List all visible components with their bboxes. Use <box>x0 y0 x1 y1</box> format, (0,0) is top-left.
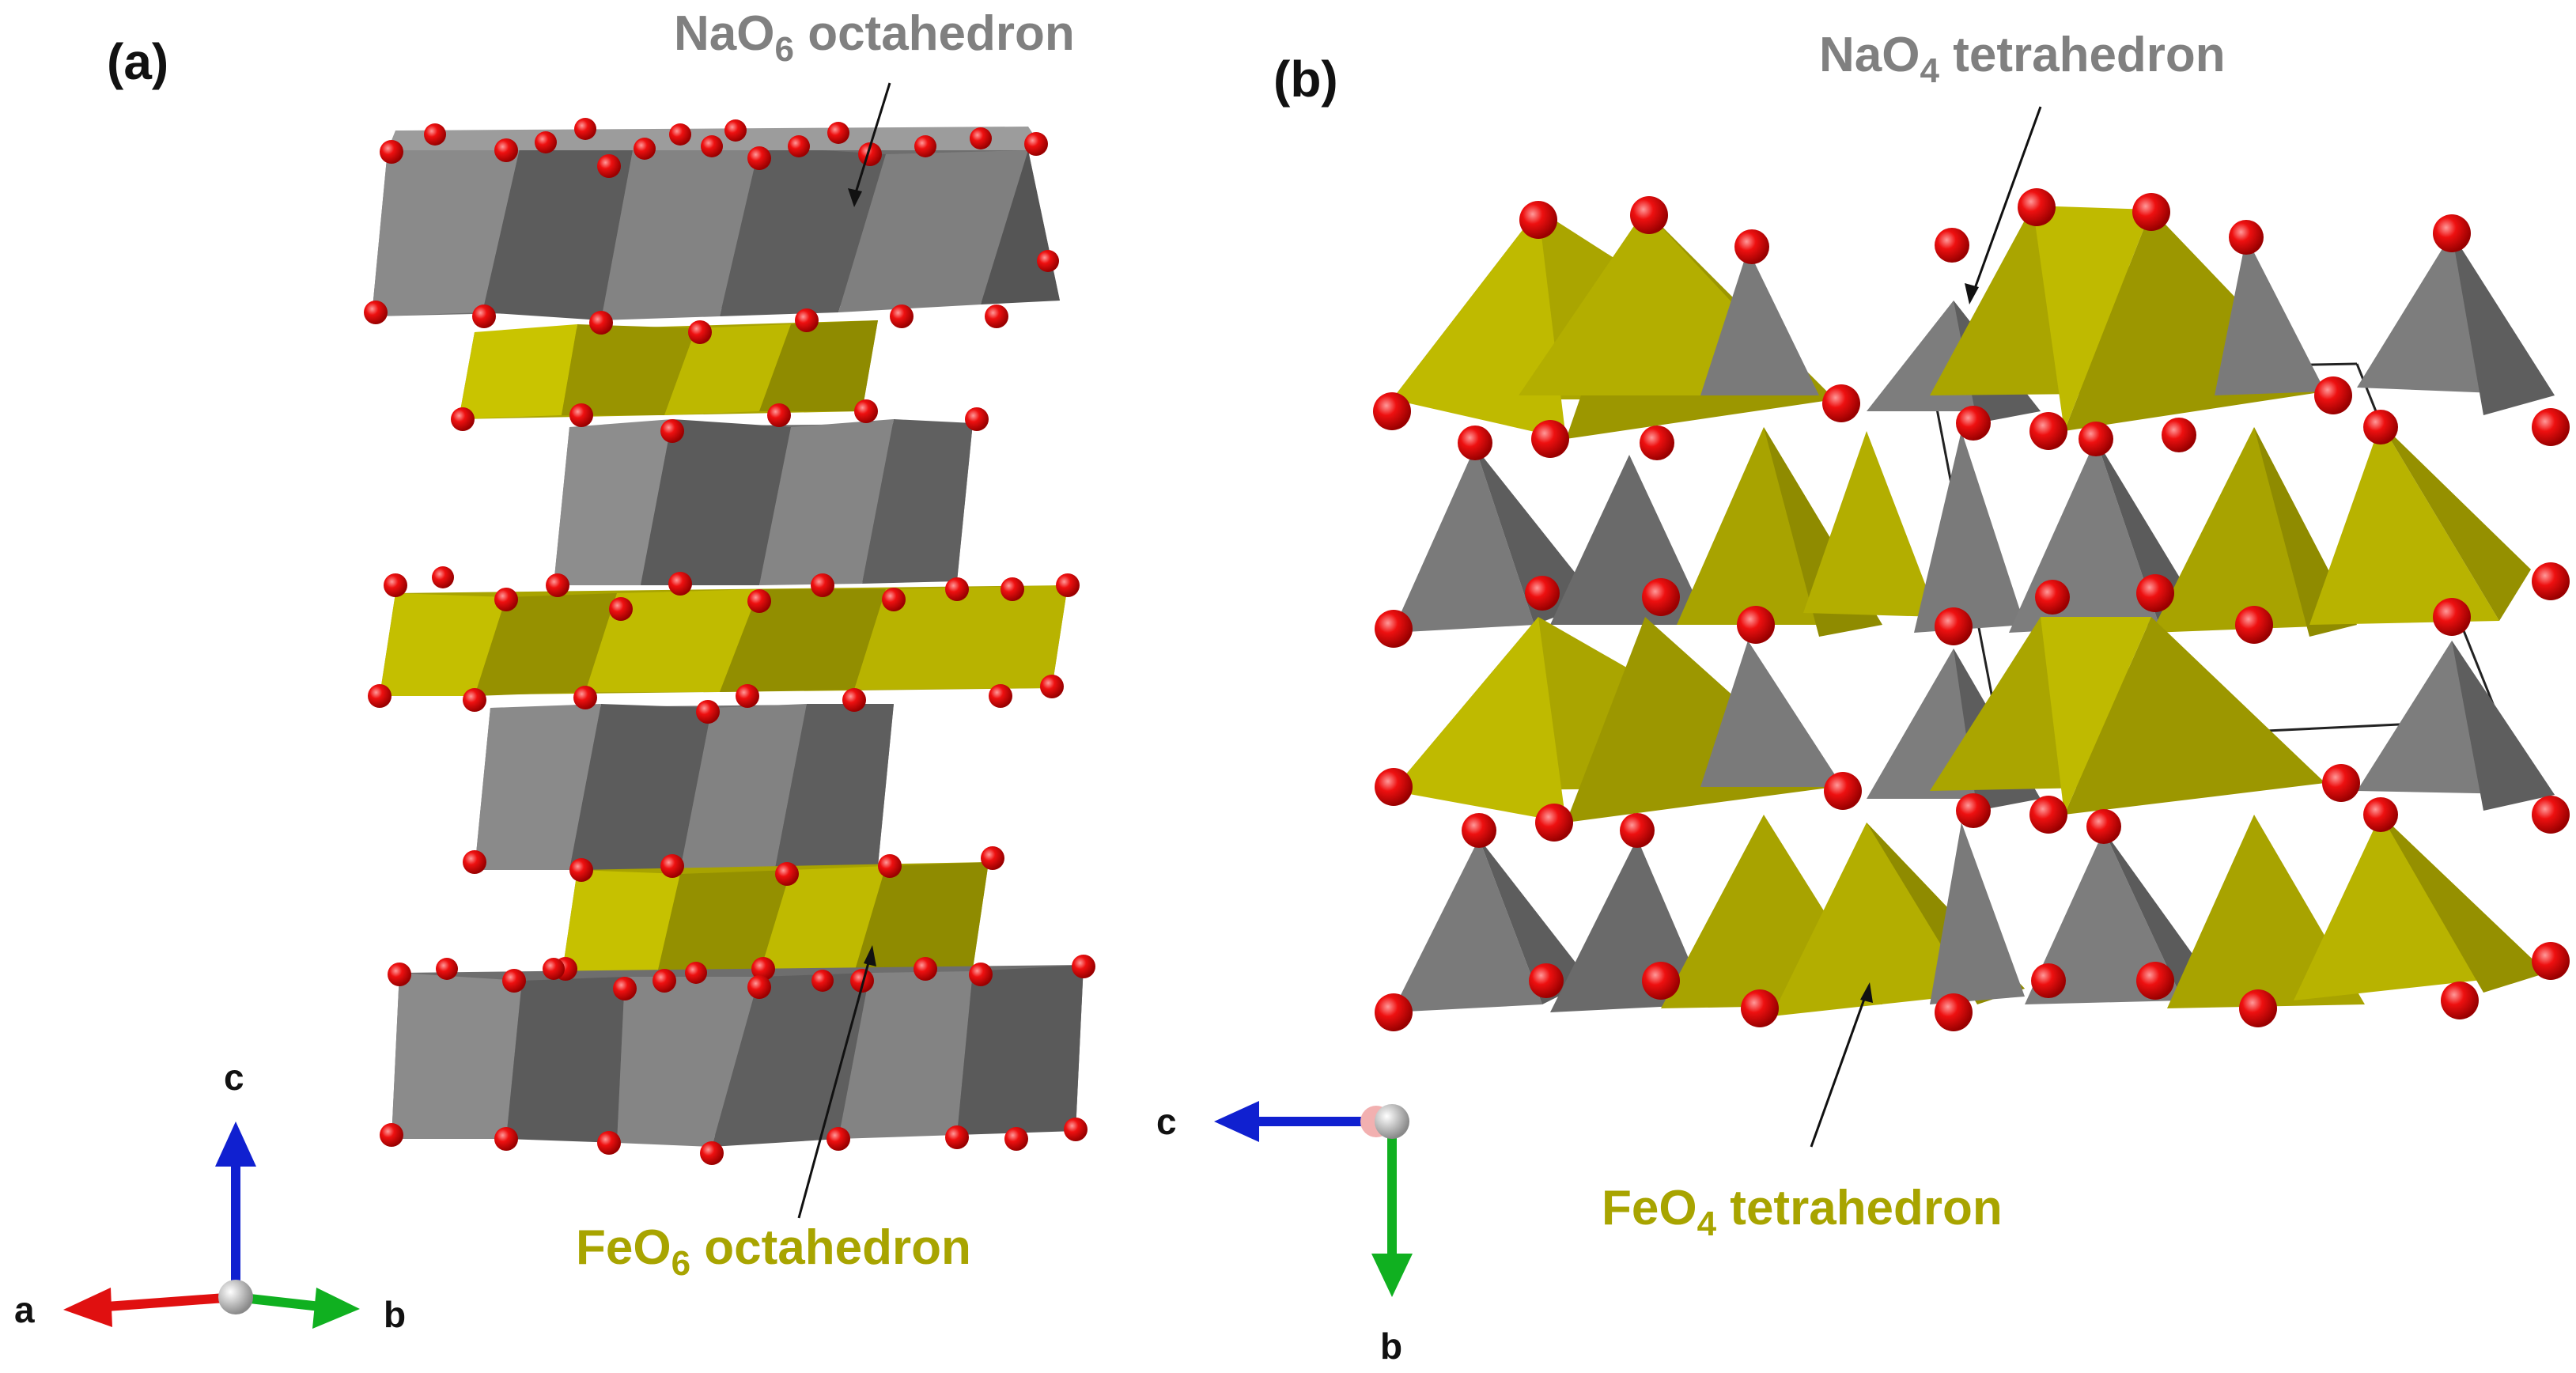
axis-b-label-b: b <box>1380 1326 1402 1367</box>
oxygen-atoms-b <box>1373 188 2570 1031</box>
panel-a: (a) <box>14 6 1095 1335</box>
axis-triad-b: c b <box>1156 1101 1413 1367</box>
feo6-callout-arrowhead <box>864 945 876 966</box>
oxygen-atoms-a <box>364 118 1095 1165</box>
axis-b-label: b <box>384 1294 406 1335</box>
axis-b-arrowhead <box>312 1288 360 1329</box>
nao6-layer-3 <box>475 704 894 870</box>
axis-a-label: a <box>14 1289 35 1330</box>
axis-origin <box>218 1280 253 1314</box>
upper-tetra-row <box>1392 206 2555 439</box>
nao6-layer-bottom <box>392 965 1084 1147</box>
axis-c-label: c <box>224 1057 244 1098</box>
middle-tetra-row <box>1392 423 2531 637</box>
panel-a-label: (a) <box>107 33 168 90</box>
nao4-callout-arrow <box>1972 106 2042 293</box>
feo6-layer-3 <box>562 862 989 977</box>
axis-a-arrowhead <box>63 1288 112 1327</box>
feo4-callout: FeO4 tetrahedron <box>1602 1181 2003 1243</box>
nao4-callout: NaO4 tetrahedron <box>1819 28 2226 90</box>
feo6-callout-arrow <box>797 956 872 1219</box>
panel-b: (b) <box>1156 28 2570 1367</box>
axis-c-arrowhead <box>215 1121 256 1167</box>
axis-a-arrow <box>106 1292 236 1311</box>
nao6-callout-arrowhead <box>848 188 862 207</box>
nao6-callout-arrow <box>853 82 891 199</box>
feo6-layer-2 <box>380 585 1068 696</box>
feo6-layer-1 <box>459 320 878 419</box>
panel-b-label: (b) <box>1273 51 1338 108</box>
bottom-tetra-row <box>1392 815 2547 1016</box>
axis-b-arrowhead-b <box>1371 1254 1413 1297</box>
feo4-callout-arrow <box>1810 992 1868 1148</box>
nao6-callout: NaO6 octahedron <box>674 6 1075 69</box>
axis-triad-a: c a b <box>14 1057 406 1335</box>
feo6-callout: FeO6 octahedron <box>576 1220 971 1283</box>
axis-origin-b <box>1375 1104 1409 1139</box>
lower-tetra-row <box>1392 617 2555 823</box>
axis-c-label-b: c <box>1156 1101 1177 1142</box>
feo4-callout-arrowhead <box>1860 982 1873 1003</box>
nao4-callout-arrowhead <box>1965 283 1979 304</box>
nao6-layer-2 <box>554 419 973 585</box>
axis-c-arrowhead-b <box>1214 1101 1259 1142</box>
